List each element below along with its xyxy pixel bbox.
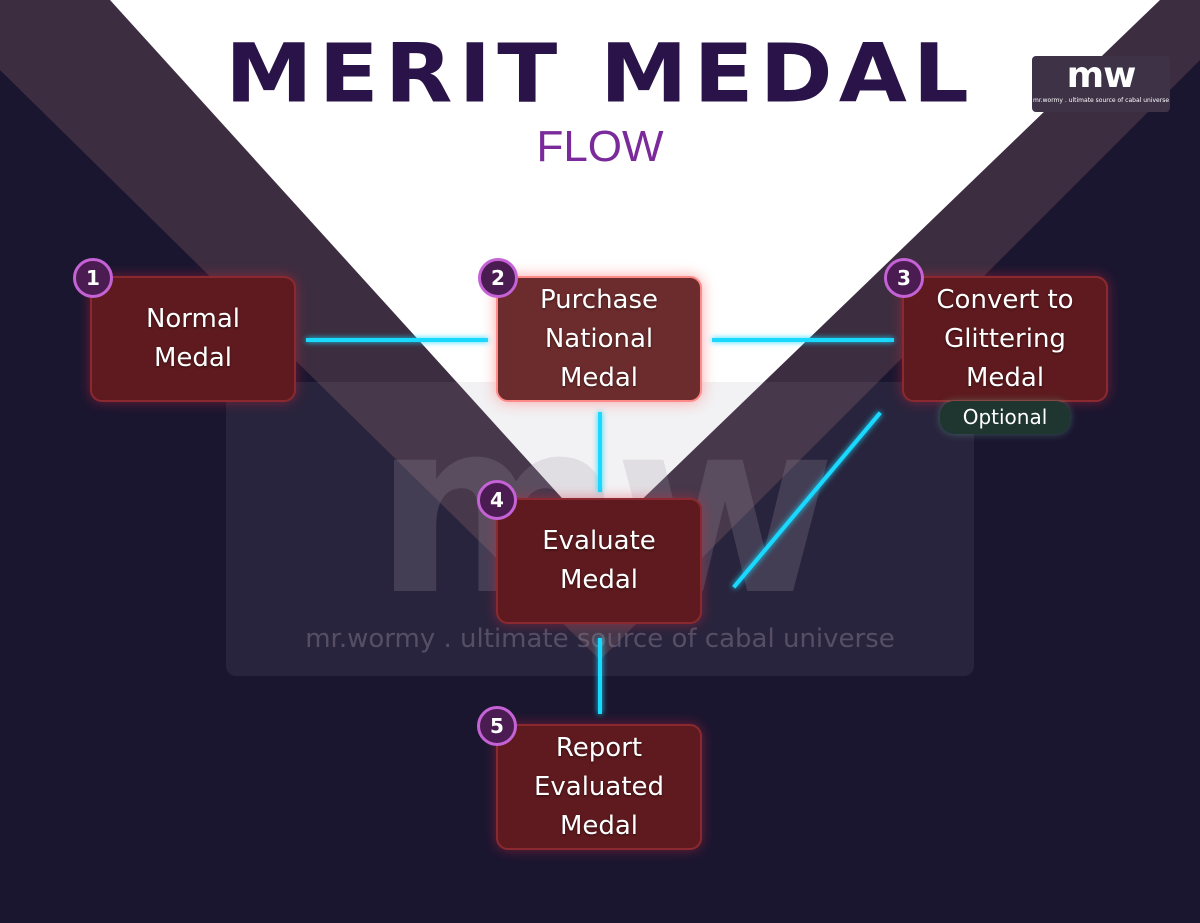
step-label: Purchase National Medal: [539, 284, 659, 393]
page-title: MERIT MEDAL: [225, 26, 975, 121]
step-number-4: 4: [477, 480, 517, 520]
optional-badge: Optional: [940, 401, 1070, 434]
step-label: Evaluate Medal: [542, 526, 656, 595]
step-label: Convert to Glittering Medal: [936, 284, 1074, 393]
step-number-2: 2: [478, 258, 518, 298]
page-subtitle: FLOW: [536, 122, 664, 171]
background-v-light: [110, 0, 1160, 540]
step-box-purchase-national-medal: Purchase National Medal: [496, 276, 702, 402]
step-number-3: 3: [884, 258, 924, 298]
step-box-report-evaluated-medal: Report Evaluated Medal: [496, 724, 702, 850]
step-label: Normal Medal: [145, 304, 241, 373]
connector-2-4: [598, 412, 602, 492]
connector-1-2: [306, 338, 488, 342]
step-number-5: 5: [477, 706, 517, 746]
step-number-1: 1: [73, 258, 113, 298]
connector-2-3: [712, 338, 894, 342]
step-box-normal-medal: Normal Medal: [90, 276, 296, 402]
step-label: Report Evaluated Medal: [533, 732, 665, 841]
logo-mark: mw: [1066, 55, 1137, 96]
background-v-band: [0, 0, 1200, 660]
step-box-evaluate-medal: Evaluate Medal: [496, 498, 702, 624]
step-box-convert-glittering-medal: Convert to Glittering Medal: [902, 276, 1108, 402]
connector-4-5: [598, 638, 602, 714]
brand-logo: mw mr.wormy . ultimate source of cabal u…: [1032, 56, 1170, 112]
logo-tagline: mr.wormy . ultimate source of cabal univ…: [1032, 97, 1170, 104]
